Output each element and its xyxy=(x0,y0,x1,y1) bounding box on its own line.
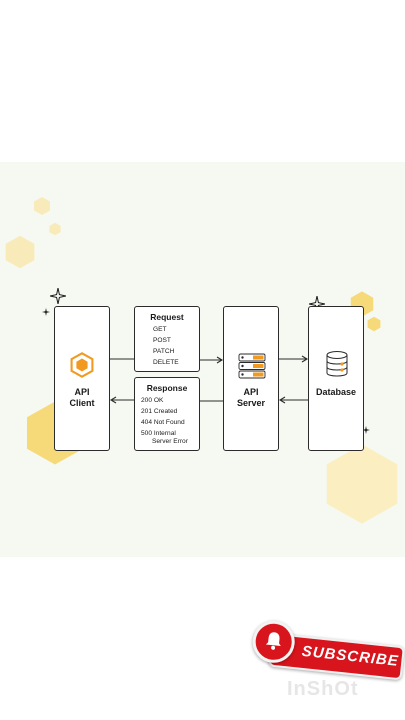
request-methods-list: GET POST PATCH DELETE xyxy=(153,324,179,368)
database-label: Database xyxy=(315,387,357,397)
hexagon-decoration-3 xyxy=(5,235,35,269)
api-server-label-line2: Server xyxy=(236,398,266,408)
hexagon-decoration-2 xyxy=(49,222,61,236)
response-box: Response 200 OK 201 Created 404 Not Foun… xyxy=(134,377,200,451)
api-client-icon xyxy=(70,352,94,378)
sparkle-icon xyxy=(42,308,50,316)
list-item: POST xyxy=(153,337,171,344)
list-item: 404 Not Found xyxy=(141,419,185,426)
subscribe-bell-badge xyxy=(250,618,297,665)
server-icon xyxy=(238,353,266,379)
sparkle-icon xyxy=(309,296,325,312)
api-client-label-line2: Client xyxy=(69,398,95,408)
response-to-client-arrow xyxy=(110,396,135,404)
response-title: Response xyxy=(146,383,188,393)
hexagon-decoration-1 xyxy=(34,197,50,215)
api-server-label-line1: API xyxy=(243,387,259,397)
server-to-database-arrow xyxy=(279,355,309,363)
list-item: GET xyxy=(153,326,167,333)
response-codes-list: 200 OK 201 Created 404 Not Found 500 Int… xyxy=(141,395,188,446)
list-item: PATCH xyxy=(153,348,175,355)
list-item: DELETE xyxy=(153,359,179,366)
sparkle-icon xyxy=(362,426,370,434)
database-to-server-arrow xyxy=(279,396,308,404)
database-icon xyxy=(326,351,348,377)
hexagon-decoration-7 xyxy=(326,444,398,524)
bell-icon xyxy=(265,632,281,650)
api-server-box: API Server xyxy=(223,306,279,451)
request-title: Request xyxy=(150,312,184,322)
list-item: 500 Internal Server Error xyxy=(141,430,188,445)
request-box: Request GET POST PATCH DELETE xyxy=(134,306,200,372)
api-client-label-line1: API xyxy=(74,387,90,397)
subscribe-button[interactable]: SUBSCRIBE xyxy=(246,618,405,683)
app-watermark: InShOt xyxy=(287,678,359,700)
server-to-response-connector xyxy=(200,400,224,402)
api-client-box: API Client xyxy=(54,306,110,451)
subscribe-label: SUBSCRIBE xyxy=(300,642,400,670)
sparkle-icon xyxy=(50,288,66,304)
request-to-server-arrow xyxy=(200,356,224,364)
client-to-request-connector xyxy=(110,358,134,360)
database-box: Database xyxy=(308,306,364,451)
hexagon-decoration-5 xyxy=(367,316,381,332)
list-item: 200 OK xyxy=(141,397,164,404)
list-item: 201 Created xyxy=(141,408,178,415)
